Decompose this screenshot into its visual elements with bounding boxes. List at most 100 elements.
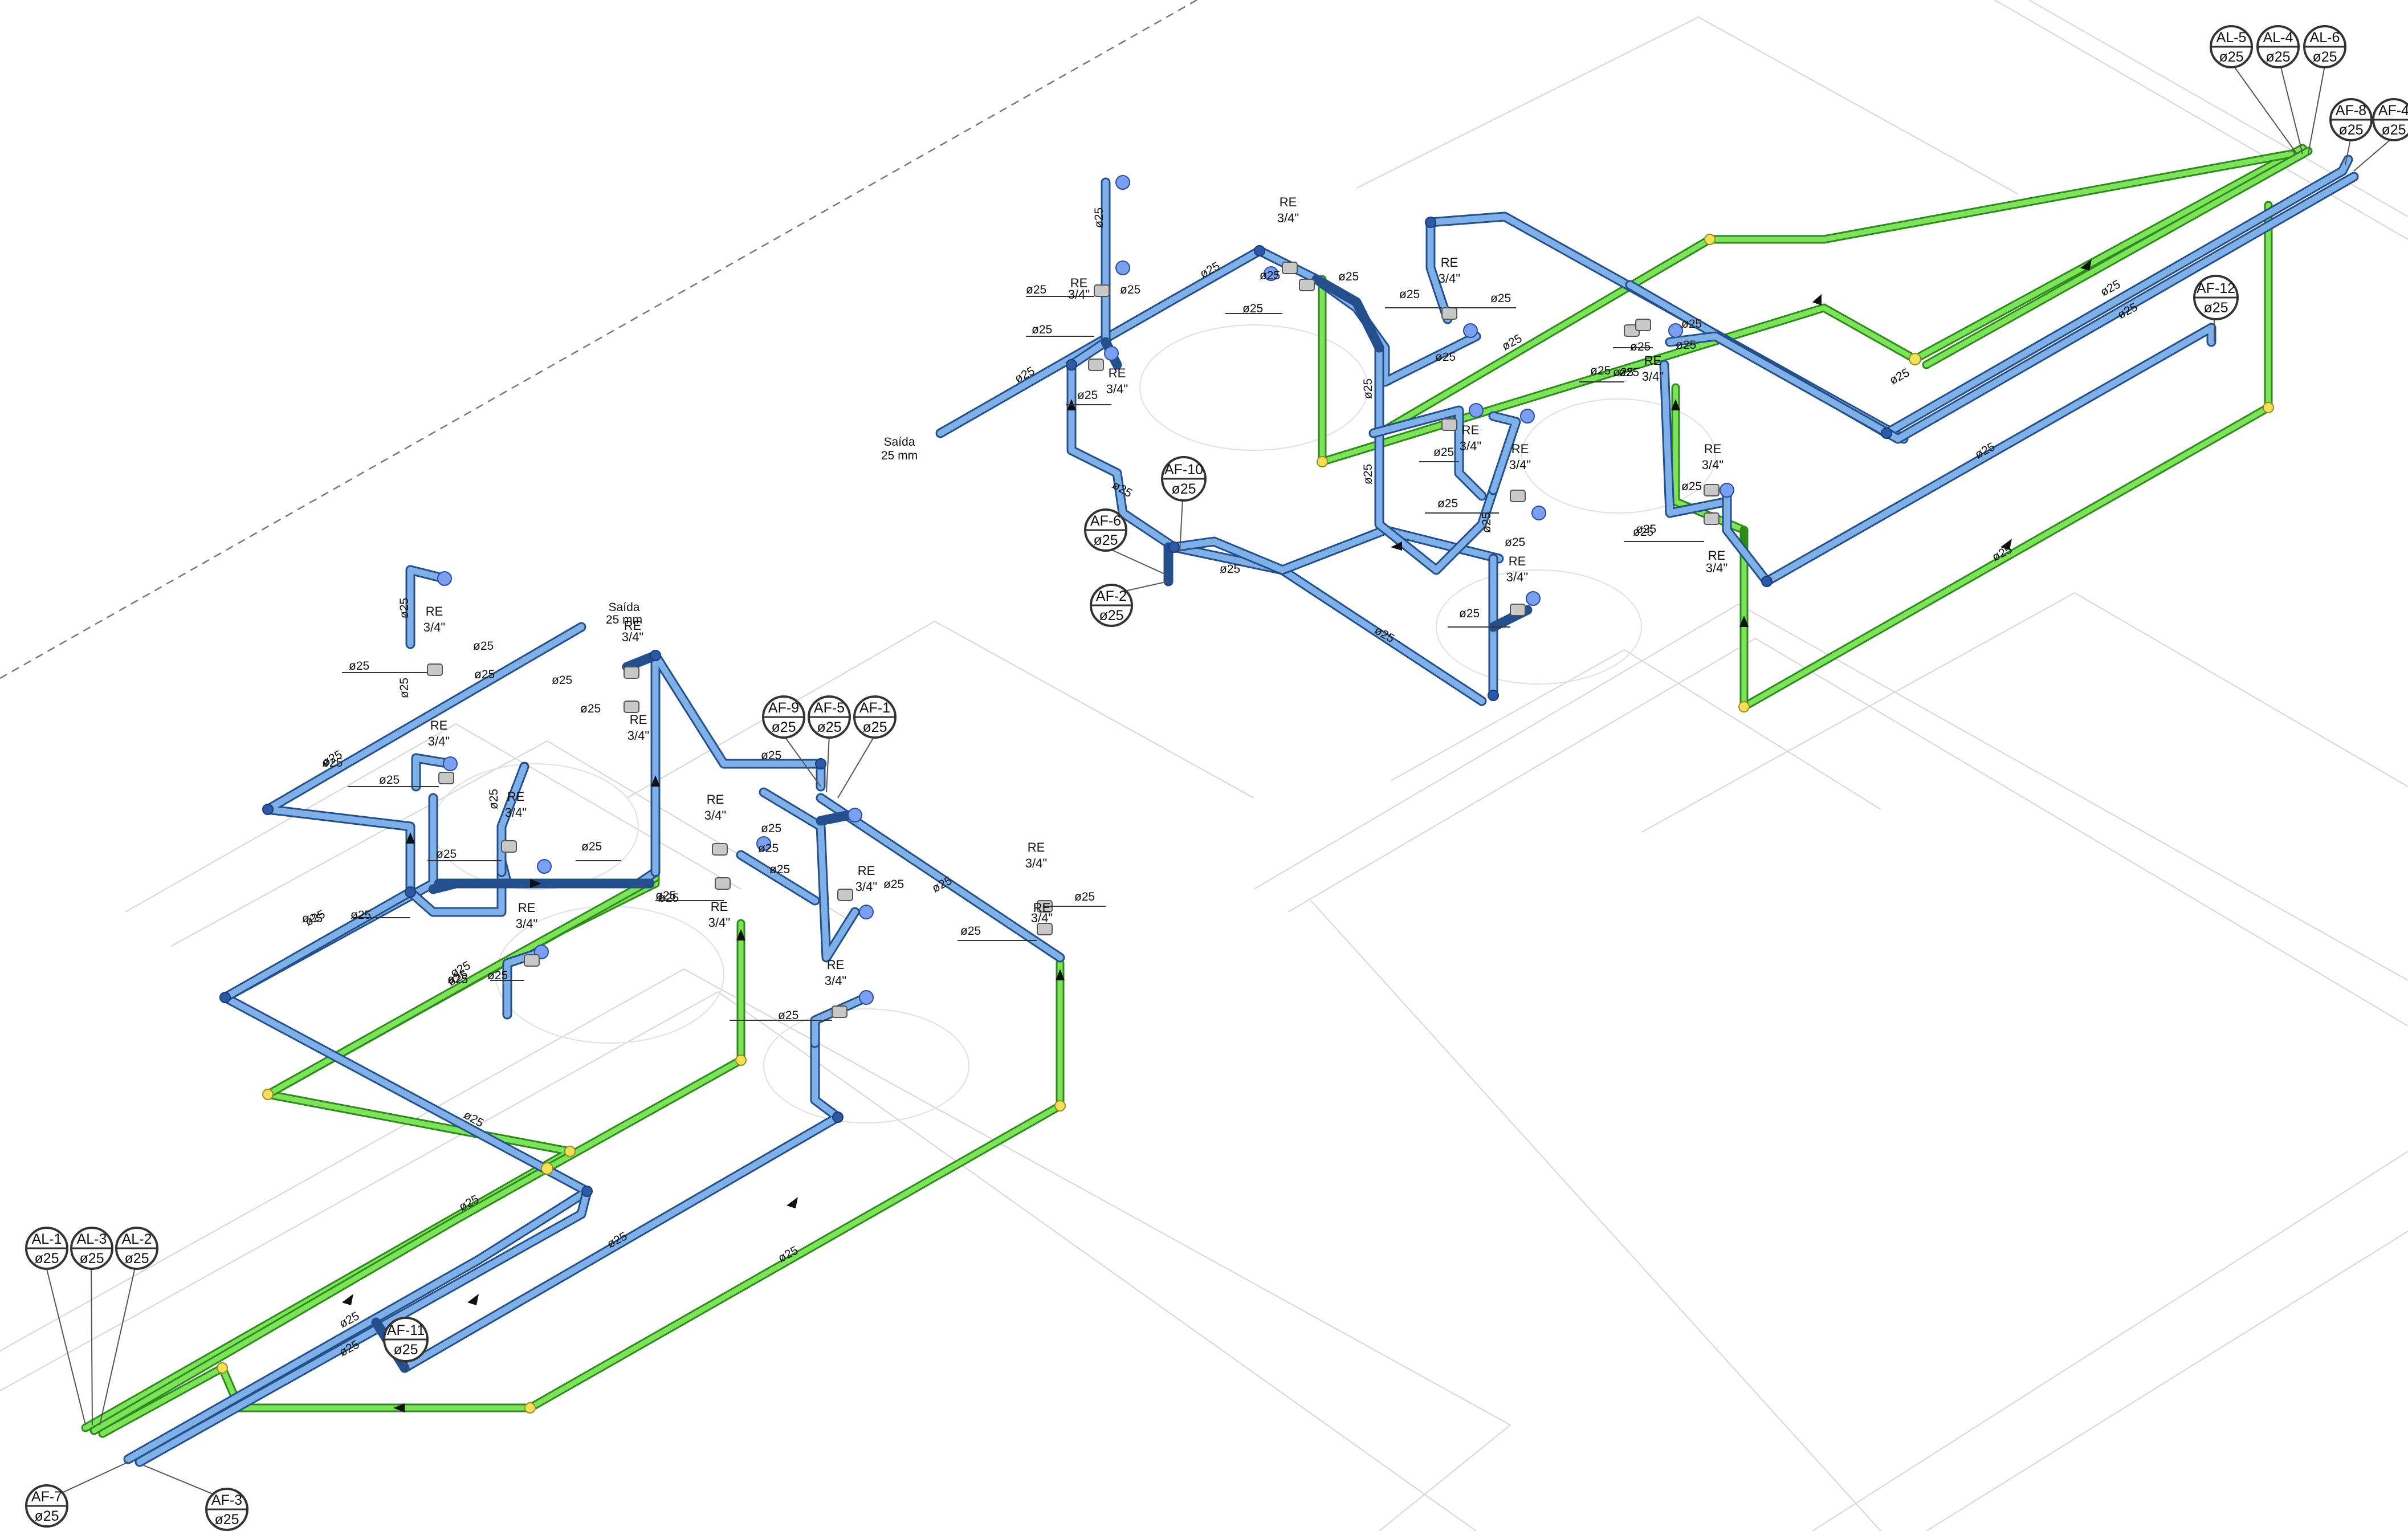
blue-pipe-run xyxy=(816,810,854,826)
tag-af-2: AF-2 ø25 xyxy=(1090,584,1133,627)
diameter-label: ø25 xyxy=(580,702,601,715)
fitting-elbow-icon xyxy=(1881,427,1892,439)
valve-label-size: 3/4" xyxy=(505,805,527,820)
valves xyxy=(427,262,1720,1018)
valve-label-re: RE xyxy=(1509,554,1526,568)
tag-al-4: AL-4 ø25 xyxy=(2256,25,2300,68)
valve-label-size: 3/4" xyxy=(825,974,846,988)
tag-diameter: ø25 xyxy=(34,1251,59,1267)
diameter-label: ø25 xyxy=(1026,283,1046,296)
blue-pipe-run xyxy=(222,624,585,1001)
fitting-elbow-icon xyxy=(581,1186,593,1197)
diameter-label: ø25 xyxy=(1220,563,1240,576)
flow-arrow-icon xyxy=(1056,969,1065,980)
diameter-label: ø25 xyxy=(349,659,369,673)
blue-pipe-run xyxy=(1311,274,1384,353)
valve-icon xyxy=(1094,284,1110,297)
tag-id: AF-7 xyxy=(31,1489,62,1505)
valve-icon xyxy=(427,663,443,676)
valve-label-re: RE xyxy=(1028,840,1045,854)
diameter-label: ø25 xyxy=(778,1009,798,1022)
blue-pipe-network-right xyxy=(935,154,2359,706)
diameter-label: ø25 xyxy=(474,668,495,681)
pipe-cap-icon xyxy=(1264,266,1278,281)
tag-id: AL-2 xyxy=(122,1231,152,1247)
diameter-label: ø25 xyxy=(1613,366,1633,379)
valve-label-size: 3/4" xyxy=(428,734,450,748)
blue-pipe-run xyxy=(817,795,1064,961)
valve-label-size: 3/4" xyxy=(1025,856,1047,870)
blue-pipe-run xyxy=(1370,407,1485,499)
tag-al-6: AL-6 ø25 xyxy=(2303,25,2346,68)
tag-id: AL-4 xyxy=(2263,30,2293,46)
valve-label-re: RE xyxy=(707,792,724,807)
pipe-tags: AL-1 ø25 AL-3 ø25 AL-2 ø25 AF-7 ø25 AF-3… xyxy=(25,25,2408,1531)
tag-diameter: ø25 xyxy=(862,719,887,735)
tag-af-6: AF-6 ø25 xyxy=(1084,508,1127,552)
valve-label-size: 3/4" xyxy=(1106,382,1128,396)
tag-id: AF-11 xyxy=(387,1322,425,1338)
valve-label-size: 3/4" xyxy=(1642,369,1664,384)
tag-id: AL-6 xyxy=(2310,30,2340,46)
blue-pipe-run xyxy=(1490,413,1519,494)
valve-label-re: RE xyxy=(1644,353,1662,368)
tag-af-5: AF-5 ø25 xyxy=(808,695,851,739)
flow-arrow-icon xyxy=(467,1294,479,1305)
leader-line xyxy=(2353,136,2394,172)
guide-outline xyxy=(1641,592,2408,833)
tag-diameter: ø25 xyxy=(2338,122,2363,138)
diameter-label: ø25 xyxy=(1433,446,1454,459)
diameter-label: ø25 xyxy=(1260,269,1280,282)
pipe-cap-icon xyxy=(756,836,771,851)
flow-arrow-icon xyxy=(1812,294,1822,306)
vertical-diameter-labels: ø25 ø25 ø25 ø25 ø25 ø25 ø25 xyxy=(398,207,1493,809)
diameter-label: ø25 xyxy=(302,912,323,925)
fixture-outline xyxy=(763,1008,969,1123)
diameter-label: ø25 xyxy=(1676,339,1696,352)
diameter-label: ø25 xyxy=(581,840,602,853)
valve-label-re: RE xyxy=(1441,255,1458,270)
green-pipe-run xyxy=(1319,145,2305,465)
flow-arrow-icon xyxy=(736,929,745,940)
valve-label-re: RE xyxy=(1704,442,1722,456)
tag-diameter: ø25 xyxy=(214,1512,239,1528)
valve-icon xyxy=(524,954,540,967)
valve-icon xyxy=(1441,307,1457,320)
valve-label-size: 3/4" xyxy=(704,808,726,822)
flow-arrow-icon xyxy=(1671,399,1680,410)
diameter-label: ø25 xyxy=(351,909,371,922)
fitting-adapter-icon xyxy=(735,1054,747,1066)
guide-outline xyxy=(1812,1151,2408,1531)
fitting-elbow-icon xyxy=(650,650,661,661)
valve-icon xyxy=(1704,512,1720,525)
valve-label-size: 3/4" xyxy=(622,630,643,644)
leader-line xyxy=(99,1259,137,1426)
diameter-label: ø25 xyxy=(1619,366,1639,379)
diameter-label: ø25 xyxy=(322,756,343,769)
dashed-boundary-line xyxy=(0,0,1197,679)
flow-arrow-icon xyxy=(787,1197,798,1208)
guide-outline xyxy=(1994,0,2408,240)
tag-al-5: AL-5 ø25 xyxy=(2210,25,2253,68)
flow-arrow-icon xyxy=(1739,616,1749,627)
diameter-label: ø25 xyxy=(1490,292,1511,305)
fitting-adapter-icon xyxy=(524,1402,536,1414)
diameter-label: ø25 xyxy=(1399,288,1420,301)
diameter-label: ø25 xyxy=(1077,389,1098,402)
fitting-adapter-icon xyxy=(262,1089,274,1100)
valve-label-re: RE xyxy=(507,789,525,804)
leader-line xyxy=(44,1259,86,1426)
tag-id: AL-1 xyxy=(32,1231,62,1247)
valve-icon xyxy=(1510,604,1526,616)
diameter-label: ø25 xyxy=(1681,317,1702,331)
diameter-label: ø25 xyxy=(1633,526,1653,539)
valve-label-re: RE xyxy=(1109,366,1126,380)
green-pipe-run xyxy=(265,875,658,1097)
valve-icon xyxy=(715,877,731,890)
diameter-label: ø25 xyxy=(1120,283,1140,296)
fitting-adapter-icon xyxy=(564,1146,576,1157)
blue-pipe-run xyxy=(413,755,454,790)
valve-label-size: 3/4" xyxy=(516,917,537,931)
diameter-label: ø25 xyxy=(883,878,904,891)
leader-line xyxy=(2308,62,2326,154)
